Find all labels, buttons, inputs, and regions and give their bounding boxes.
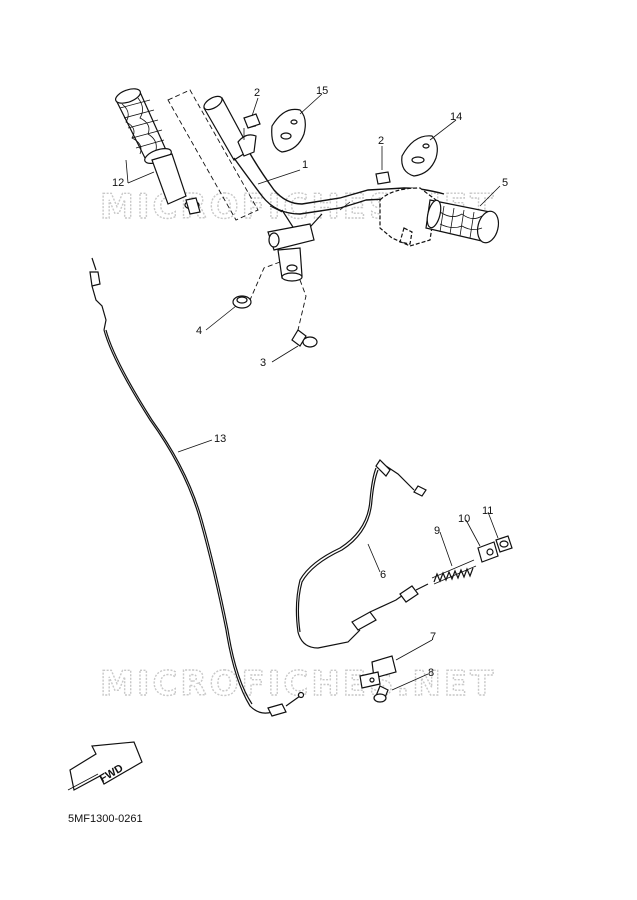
nut-4 [232, 295, 252, 309]
left-grip-dashed-box [167, 89, 259, 221]
left-grip-part [115, 88, 201, 215]
bolt-3 [291, 329, 318, 348]
callout-2-right: 2 [378, 135, 384, 147]
callout-3: 3 [260, 357, 266, 369]
callout-1: 1 [302, 159, 308, 171]
callout-5: 5 [502, 177, 508, 189]
callout-6: 6 [380, 569, 386, 581]
callout-2-left: 2 [254, 87, 260, 99]
bolt-8 [373, 685, 389, 703]
leader-lines [125, 93, 501, 691]
callout-14: 14 [450, 111, 462, 123]
fwd-arrow-icon [67, 741, 143, 791]
callout-13: 13 [214, 433, 226, 445]
nut-2-right [375, 171, 391, 185]
cable-clamp-7 [359, 655, 397, 689]
spring-9 [431, 559, 477, 585]
nut-2-left [243, 113, 261, 129]
throttle-cable-13 [89, 257, 305, 717]
diagram-code: 5MF1300-0261 [68, 813, 143, 825]
mount-plate-14 [401, 135, 438, 177]
callout-12: 12 [112, 177, 124, 189]
mount-plate-15 [271, 108, 306, 153]
callout-10: 10 [458, 513, 470, 525]
brake-cable-6 [295, 459, 429, 649]
callout-7: 7 [430, 631, 436, 643]
callout-4: 4 [196, 325, 202, 337]
joint-pin-10 [477, 541, 499, 563]
callout-11: 11 [482, 505, 493, 517]
right-switch-housing [379, 187, 437, 247]
callout-15: 15 [316, 85, 328, 97]
callout-8: 8 [428, 667, 434, 679]
adjust-nut-11 [495, 535, 513, 553]
right-grip-part [425, 199, 500, 244]
callout-9: 9 [434, 525, 440, 537]
